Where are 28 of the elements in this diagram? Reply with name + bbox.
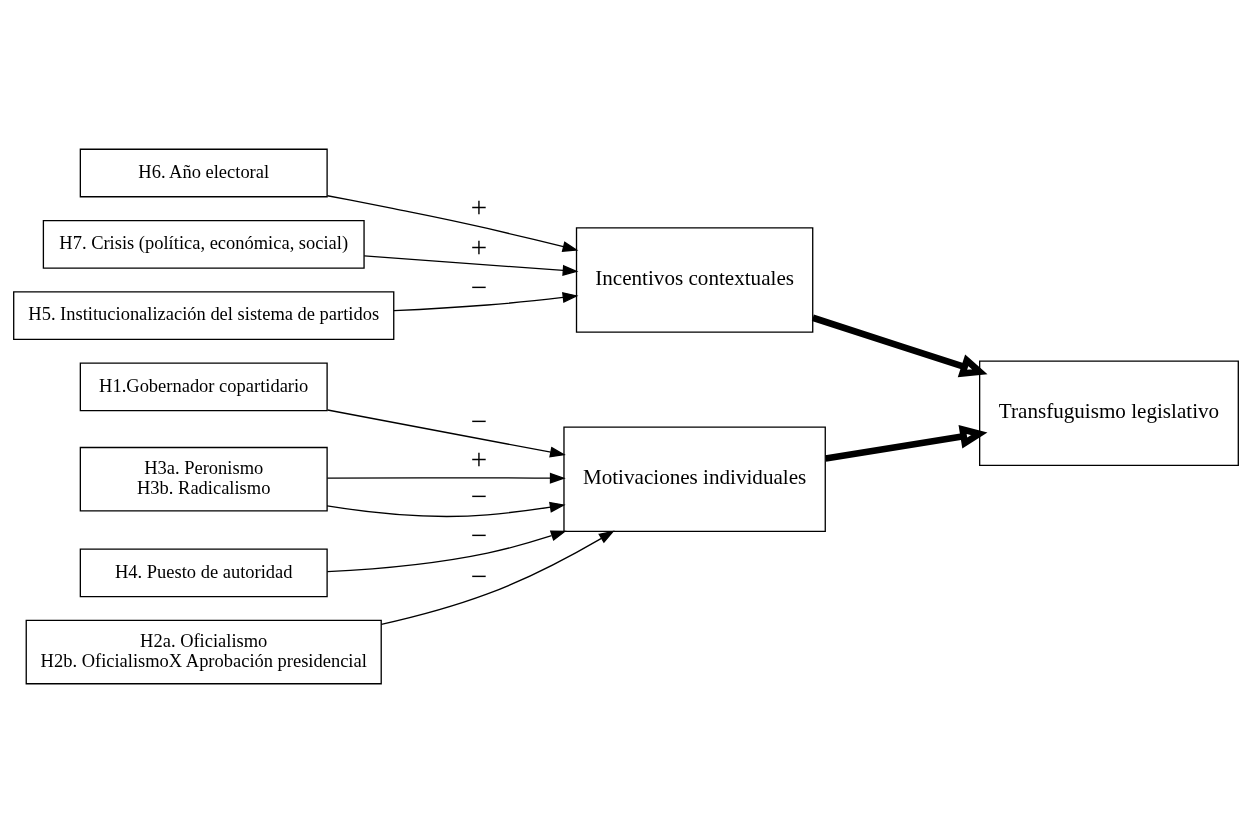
node-box: H1.Gobernador copartidario <box>79 361 328 411</box>
edge-label: − <box>470 404 488 437</box>
arrow <box>326 530 567 572</box>
node-box: H4. Puesto de autoridad <box>79 547 328 597</box>
edge-label: − <box>470 479 488 512</box>
arrow <box>825 424 988 462</box>
arrow <box>326 408 566 458</box>
edge-label: − <box>470 559 488 592</box>
arrow <box>326 472 566 484</box>
node-box: Transfuguismo legislativo <box>979 359 1239 466</box>
arrow <box>363 254 579 276</box>
edge-label: + <box>470 190 488 223</box>
arrow <box>393 291 579 311</box>
node-box: Motivaciones individuales <box>563 425 826 532</box>
node-box: H2a. Oficialismo H2b. OficialismoX Aprobación presidencial <box>25 619 382 684</box>
arrow <box>326 194 579 252</box>
node-box: H7. Crisis (política, económica, social) <box>42 219 365 269</box>
arrow <box>326 501 566 517</box>
edge-label: − <box>470 518 488 551</box>
node-box: H6. Año electoral <box>79 148 328 197</box>
arrow <box>380 530 615 625</box>
edge-label: − <box>470 270 488 303</box>
arrow <box>811 314 988 377</box>
node-box: H3a. Peronismo H3b. Radicalismo <box>79 446 328 511</box>
edge-label: + <box>470 230 488 263</box>
edge-label: + <box>470 442 488 475</box>
node-box: H5. Institucionalización del sistema de partidos <box>13 290 395 340</box>
node-box: Incentivos contextuales <box>575 226 814 333</box>
